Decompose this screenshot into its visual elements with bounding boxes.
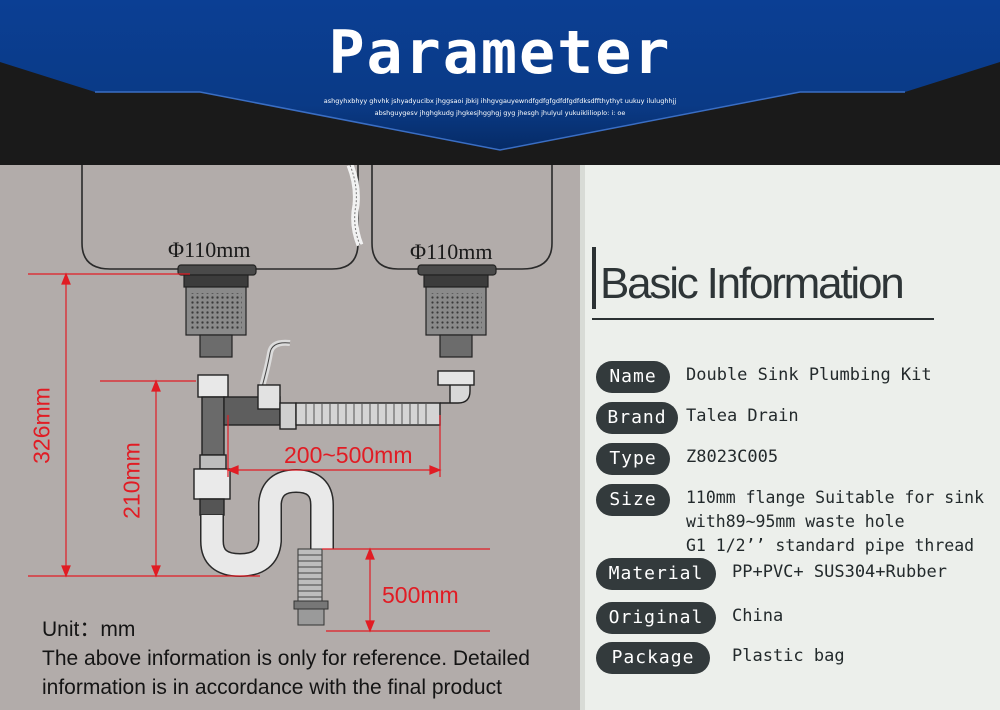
- heading-underline: [592, 318, 934, 320]
- unit-label: Unit：mm: [42, 618, 136, 641]
- label-pill: Brand: [596, 402, 678, 434]
- diagram-panel: Φ110mm Φ110mm 326mm 210mm 200~500mm 500m…: [0, 165, 580, 710]
- dim-trap-height: 210mm: [118, 442, 145, 519]
- label-pill: Material: [596, 558, 716, 590]
- dim-total-height: 326mm: [28, 387, 55, 464]
- row-value: Z8023C005: [686, 447, 779, 467]
- header-banner: [0, 0, 1000, 151]
- size-line-2: with89~95mm waste hole: [686, 512, 905, 531]
- row-value: Talea Drain: [686, 406, 799, 426]
- note-line-1: The above information is only for refere…: [42, 647, 530, 670]
- row-value: PP+PVC+ SUS304+Rubber: [732, 562, 947, 582]
- header: Parameter ashgyhxbhyy ghvhk jshyadyucibx…: [0, 0, 1000, 165]
- dim-pipe-length: 200~500mm: [284, 442, 413, 468]
- flange-right-label: Φ110mm: [410, 239, 493, 264]
- label-pill: Type: [596, 443, 670, 475]
- header-subline-2: abshguygesv jhghgkudg jhgkesjhgghgj gyg …: [374, 109, 626, 117]
- size-line-1: 110mm flange Suitable for sink: [686, 488, 985, 507]
- heading-bar: [592, 247, 596, 309]
- flange-left-label: Φ110mm: [168, 237, 251, 262]
- row-value: China: [732, 606, 784, 626]
- label-pill: Original: [596, 602, 716, 634]
- dim-outlet: 500mm: [382, 582, 459, 608]
- info-panel: Basic Information Name Double Sink Plumb…: [580, 165, 1000, 710]
- label-pill: Name: [596, 361, 670, 393]
- page-title: Parameter: [328, 18, 672, 88]
- size-line-3: G1 1/2’’ standard pipe thread: [686, 536, 975, 555]
- label-pill: Size: [596, 484, 670, 516]
- row-value: 110mm flange Suitable for sink with89~95…: [686, 486, 984, 558]
- row-value: Double Sink Plumbing Kit: [686, 365, 932, 385]
- panel-divider: [580, 165, 585, 710]
- label-pill: Package: [596, 642, 710, 674]
- diagram-notes: Unit：mm The above information is only fo…: [42, 615, 530, 702]
- header-subline-1: ashgyhxbhyy ghvhk jshyadyucibx jhggsaoi …: [323, 97, 677, 105]
- row-value: Plastic bag: [732, 646, 845, 666]
- note-line-2: information is in accordance with the fi…: [42, 676, 502, 699]
- plumbing-diagram: [28, 165, 553, 633]
- info-heading: Basic Information: [600, 259, 905, 308]
